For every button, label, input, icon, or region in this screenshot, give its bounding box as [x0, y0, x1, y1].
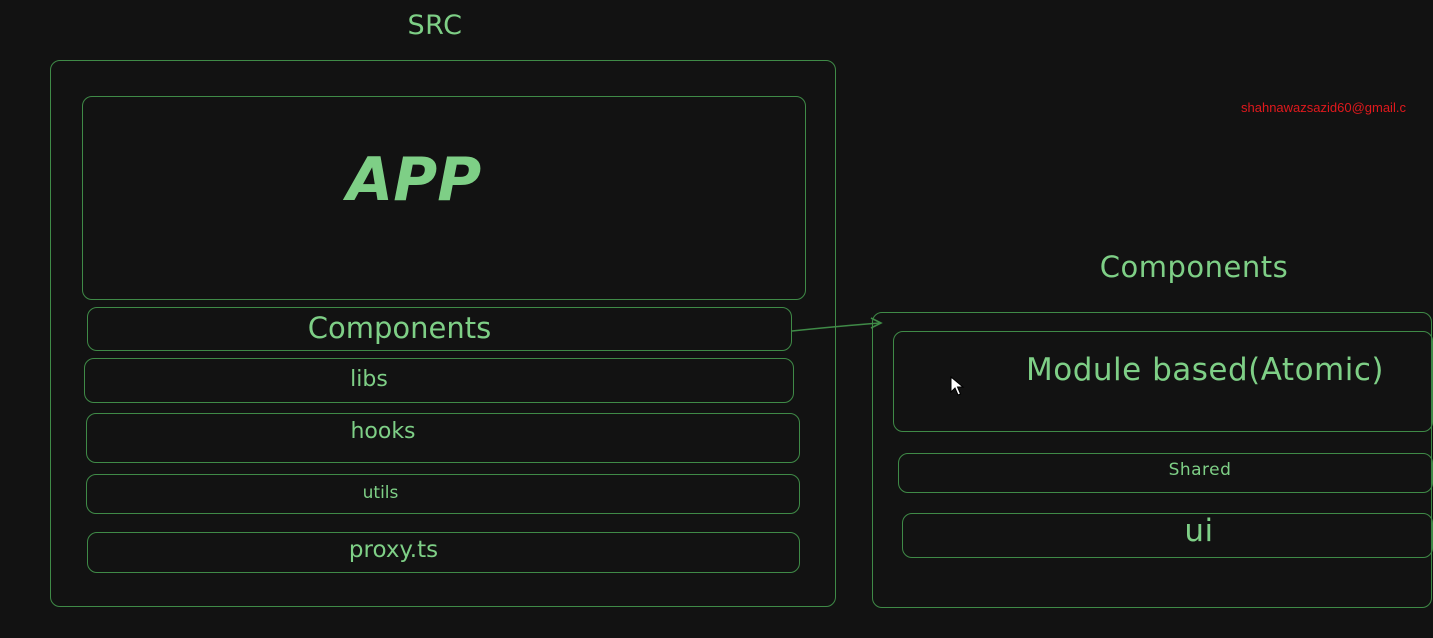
components-row-module-label: Module based(Atomic) — [1026, 352, 1384, 388]
src-title: SRC — [407, 10, 463, 41]
src-row-hooks: hooks — [86, 413, 800, 463]
src-container — [50, 60, 836, 607]
src-row-proxy-label: proxy.ts — [348, 537, 439, 563]
components-row-ui-label: ui — [1184, 513, 1214, 549]
src-row-utils-label: utils — [362, 483, 399, 503]
components-row-shared — [898, 453, 1433, 493]
src-row-libs-label: libs — [350, 367, 388, 392]
components-row-shared-label: Shared — [1168, 460, 1232, 480]
src-row-proxy: proxy.ts — [87, 532, 800, 573]
src-row-components: Components — [87, 307, 792, 351]
components-row-ui — [902, 513, 1433, 558]
src-row-libs: libs — [84, 358, 794, 403]
diagram-canvas: SRC APP Components libs hooks utils prox… — [50, 10, 1433, 608]
mouse-pointer-icon — [950, 375, 965, 401]
components-title: Components — [1099, 250, 1289, 284]
src-row-components-label: Components — [307, 311, 492, 345]
app-box: APP — [82, 96, 806, 300]
watermark-email: shahnawazsazid60@gmail.c — [1241, 100, 1406, 115]
app-label: APP — [346, 145, 482, 215]
src-row-utils: utils — [86, 474, 800, 514]
src-row-hooks-label: hooks — [350, 419, 416, 444]
